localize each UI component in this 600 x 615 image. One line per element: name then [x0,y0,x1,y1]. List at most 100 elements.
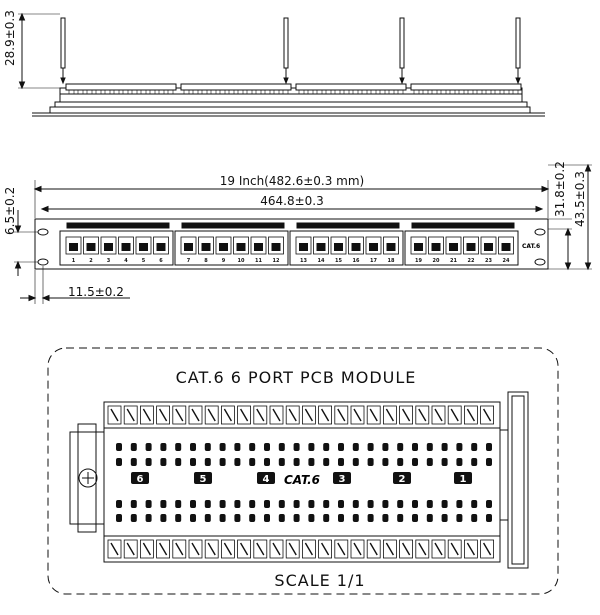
pcb-pad [426,500,433,508]
pcb-pad [234,443,241,451]
connector-tooth [298,89,305,95]
module-logo: CAT.6 [284,473,320,487]
connector-tooth [343,89,350,95]
pcb-pad [367,514,374,522]
port-number: 14 [318,258,325,264]
connector-tooth [388,89,395,95]
pcb-pad [190,514,196,522]
port-number: 4 [124,258,128,264]
idc-slot [223,542,233,556]
idc-slot [369,542,378,556]
pcb-pad [249,514,256,522]
pcb-pad [397,443,404,451]
top-view [18,12,545,117]
pcb-pad [204,458,211,466]
pcb-pad [412,443,418,451]
idc-slot [304,408,314,422]
idc-slot [466,542,476,556]
pcb-pad [441,500,448,508]
pcb-pad [264,458,270,466]
pcb-pad [219,443,226,451]
idc-slot [158,408,168,422]
module-port-number: 3 [339,474,346,485]
port-number: 9 [222,258,226,264]
connector-tooth [210,89,217,95]
pcb-pad [130,458,137,466]
module-port-number: 5 [200,474,207,485]
jack-opening [386,243,396,251]
pcb-pad [219,458,226,466]
pcb-pad [323,514,330,522]
idc-slot [191,408,200,422]
pcb-pad [426,458,433,466]
pcb-pad [190,500,196,508]
pcb-pad [219,514,226,522]
pcb-pad [441,458,448,466]
pcb-pads [116,443,492,522]
module-port-number: 1 [460,474,467,485]
port-number: 7 [187,258,191,264]
pcb-pad [264,500,270,508]
idc-slot [418,542,427,556]
jack-opening [414,243,423,251]
pcb-pad [382,458,389,466]
port-label-box [257,472,275,484]
connector-tooth [449,89,456,95]
pcb-pad [175,458,182,466]
pcb-pad [412,500,418,508]
pcb-pad [367,443,374,451]
jack-opening [334,243,343,251]
port-number: 17 [370,258,377,264]
pcb-pad [293,443,300,451]
connector-tooth [104,89,111,95]
pcb-pad [426,443,433,451]
connector-tooth [458,89,465,95]
front-view-jacks [65,236,514,255]
idc-slot [482,542,492,556]
pcb-pad [308,443,315,451]
port-label-box [333,472,351,484]
connector-tooth [77,89,84,95]
pcb-pad [397,500,404,508]
pcb-pad [293,458,300,466]
port-number: 8 [204,258,208,264]
idc-slot [110,408,119,422]
connector-tooth [237,89,244,95]
pcb-pad [190,458,196,466]
pcb-pad [264,514,270,522]
pcb-pad [278,514,285,522]
connector-tooth [95,89,102,95]
jack-opening [501,243,511,251]
pcb-pad [204,500,211,508]
pcb-pad [338,458,344,466]
idc-slot [207,542,216,556]
connector-tooth [476,89,483,95]
pcb-pad [412,514,418,522]
idc-slot [401,542,411,556]
connector-tooth [307,89,314,95]
idc-slot [239,542,249,556]
idc-slot [353,408,362,422]
connector-tooth [273,89,280,95]
connector-tooth [397,89,404,95]
pcb-pad [338,500,344,508]
pcb-pad [471,514,478,522]
pcb-pad [145,500,152,508]
connector-tooth [149,89,156,95]
jack-opening [369,243,378,251]
pcb-pad [441,514,448,522]
connector-tooth [192,89,199,95]
port-number: 19 [415,258,422,264]
jack-opening [449,243,458,251]
pcb-pad [352,514,359,522]
connector-tooth [422,89,429,95]
pcb-pad [160,514,167,522]
pcb-pad [219,500,226,508]
overall-width-dimension: 19 Inch(482.6±0.3 mm) [220,174,364,188]
port-number: 21 [450,258,457,264]
connector-tooth [246,89,253,95]
connector-tooth [361,89,368,95]
port-number: 11 [255,258,262,264]
pcb-pad [486,514,492,522]
